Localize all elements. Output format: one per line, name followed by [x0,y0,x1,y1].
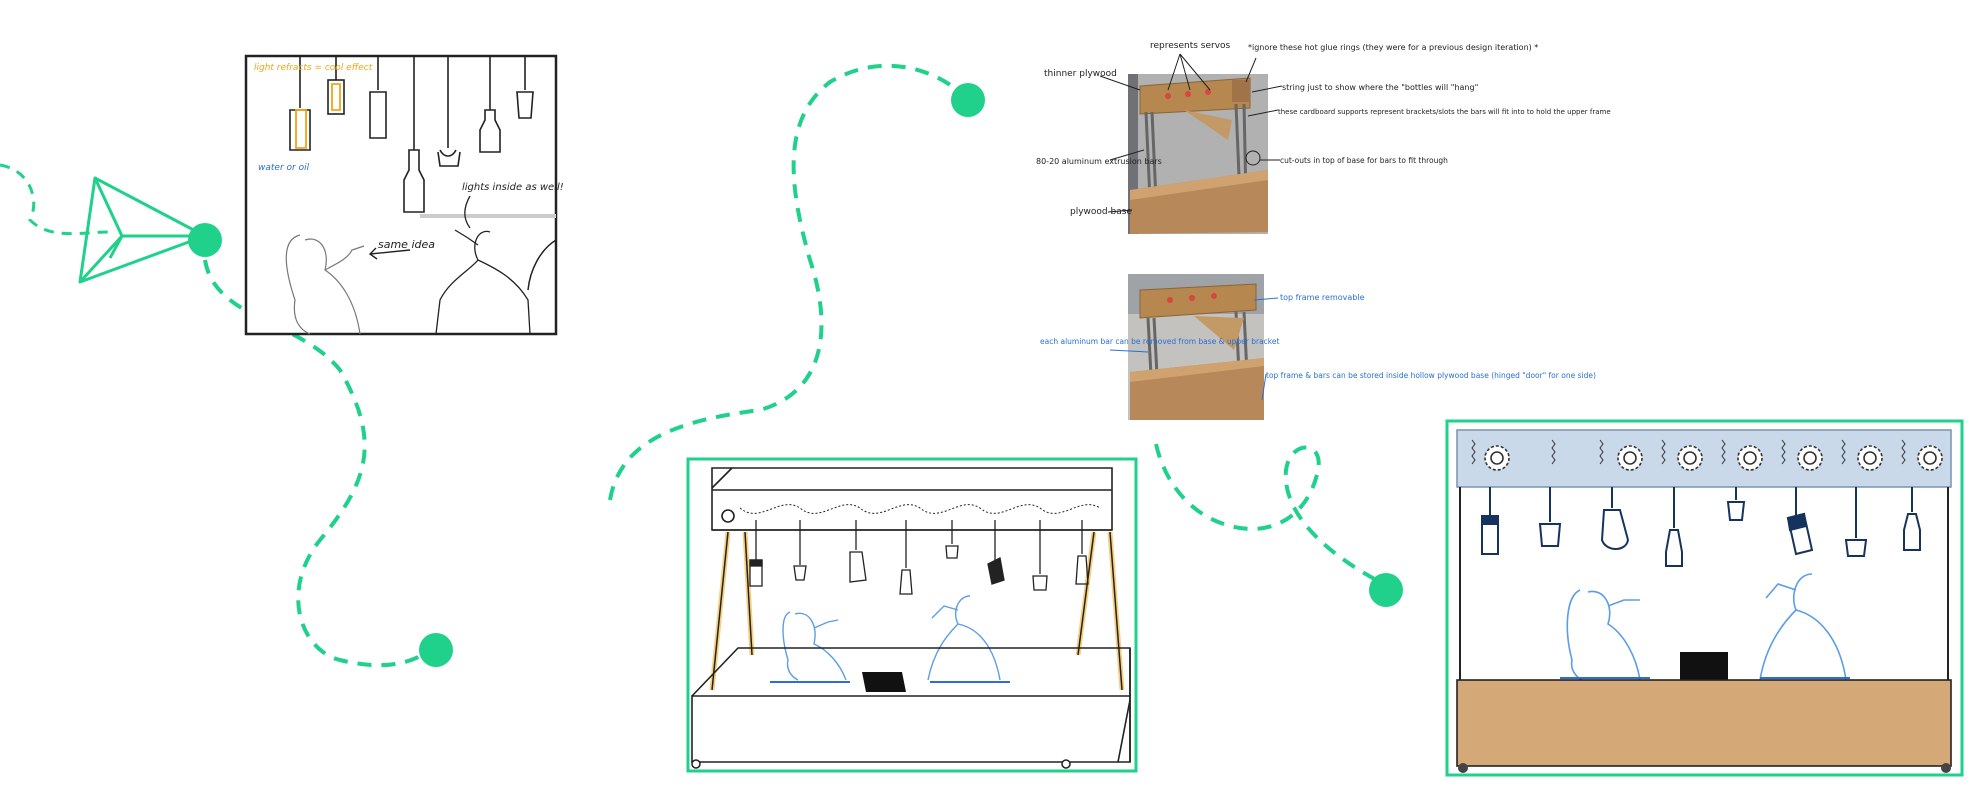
ignore-rings-label: *ignore these hot glue rings (they were … [1248,43,1538,52]
storage-note-label: top frame & bars can be stored inside ho… [1266,371,1596,380]
prototype-photo-1-annotations: thinner plywood represents servos *ignor… [1036,41,1611,217]
milestone-dot-3 [951,83,985,117]
final-design-render [1445,419,1964,777]
each-bar-label: each aluminum bar can be removed from ba… [1040,337,1279,346]
concept-sketch-1: light refracts = cool effect water or oi… [244,54,564,336]
milestone-dot-2 [419,633,453,667]
water-note: water or oil [258,163,310,173]
dashed-path-3 [1154,443,1381,584]
extrusion-bars-label: 80-20 aluminum extrusion bars [1036,157,1162,166]
plywood-base-label: plywood base [1070,207,1132,217]
string-note-label: string just to show where the "bottles w… [1282,83,1478,92]
milestone-dot-4 [1369,573,1403,607]
prototype-photo-1 [1128,74,1268,234]
lights-inside-note: lights inside as well! [462,182,564,193]
dashed-path-start [0,163,111,236]
same-idea-note: same idea [378,238,435,251]
paper-airplane-icon [78,176,207,284]
servo-gear-icons [1484,445,1943,471]
represents-servos-label: represents servos [1150,41,1231,51]
dashed-path-2 [608,63,962,501]
thinner-plywood-label: thinner plywood [1044,69,1117,79]
milestone-dot-1 [188,223,222,257]
light-refracts-note: light refracts = cool effect [254,63,373,73]
prototype-photo-2 [1128,274,1264,420]
prototype-photo-2-annotations: top frame removable each aluminum bar ca… [1040,293,1596,401]
top-frame-label: top frame removable [1280,293,1365,302]
cutouts-note-label: cut-outs in top of base for bars to fit … [1280,156,1448,165]
concept-sketch-2 [686,457,1138,773]
cardboard-note-label: these cardboard supports represent brack… [1278,108,1611,116]
laptop-icon [1680,652,1728,682]
